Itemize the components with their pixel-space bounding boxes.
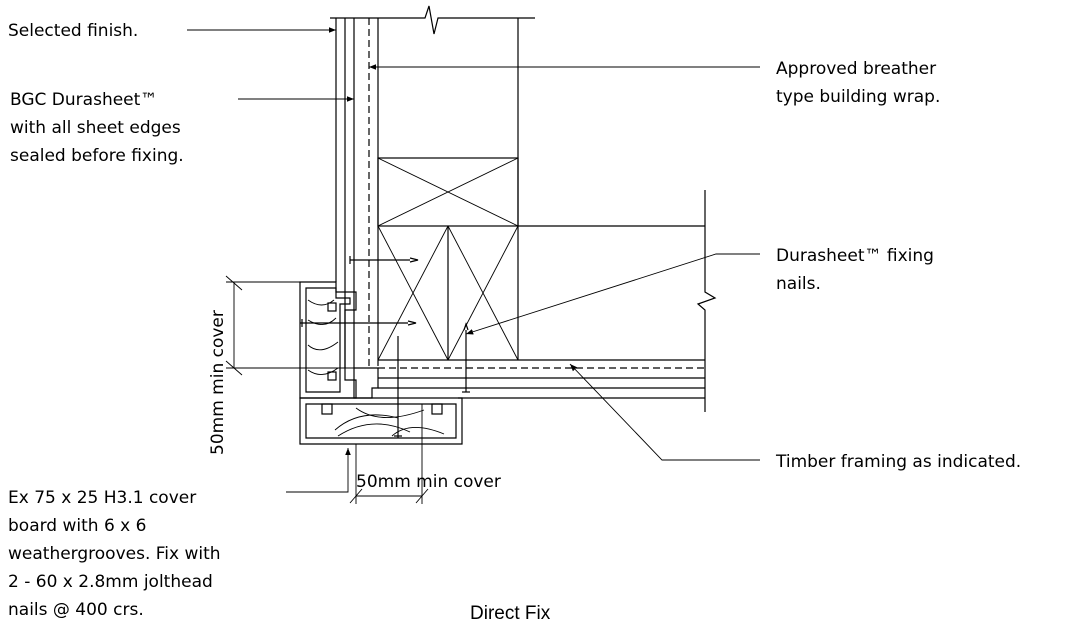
selected-finish-label: Selected finish. bbox=[8, 21, 138, 41]
breather-wrap-label: Approved breather type building wrap. bbox=[776, 59, 942, 107]
vertical-cover-dimension bbox=[225, 275, 354, 376]
fixing-nails-label: Durasheet™ fixing nails. bbox=[776, 246, 939, 294]
durasheet-label: BGC Durasheet™ with all sheet edges seal… bbox=[10, 90, 186, 166]
horizontal-cover-dimension bbox=[349, 404, 429, 504]
leader-lines bbox=[187, 27, 760, 493]
horizontal-cover-label: 50mm min cover bbox=[356, 472, 501, 492]
fixing-nails bbox=[300, 256, 470, 438]
drawing-caption: Direct Fix bbox=[470, 603, 551, 624]
vertical-cover-label: 50mm min cover bbox=[208, 310, 228, 455]
cover-board-label: Ex 75 x 25 H3.1 cover board with 6 x 6 w… bbox=[8, 488, 226, 620]
upper-wall-assembly bbox=[330, 5, 535, 368]
cover-boards bbox=[299, 281, 463, 445]
timber-framing-label: Timber framing as indicated. bbox=[775, 452, 1021, 472]
floor-joist bbox=[378, 190, 717, 412]
